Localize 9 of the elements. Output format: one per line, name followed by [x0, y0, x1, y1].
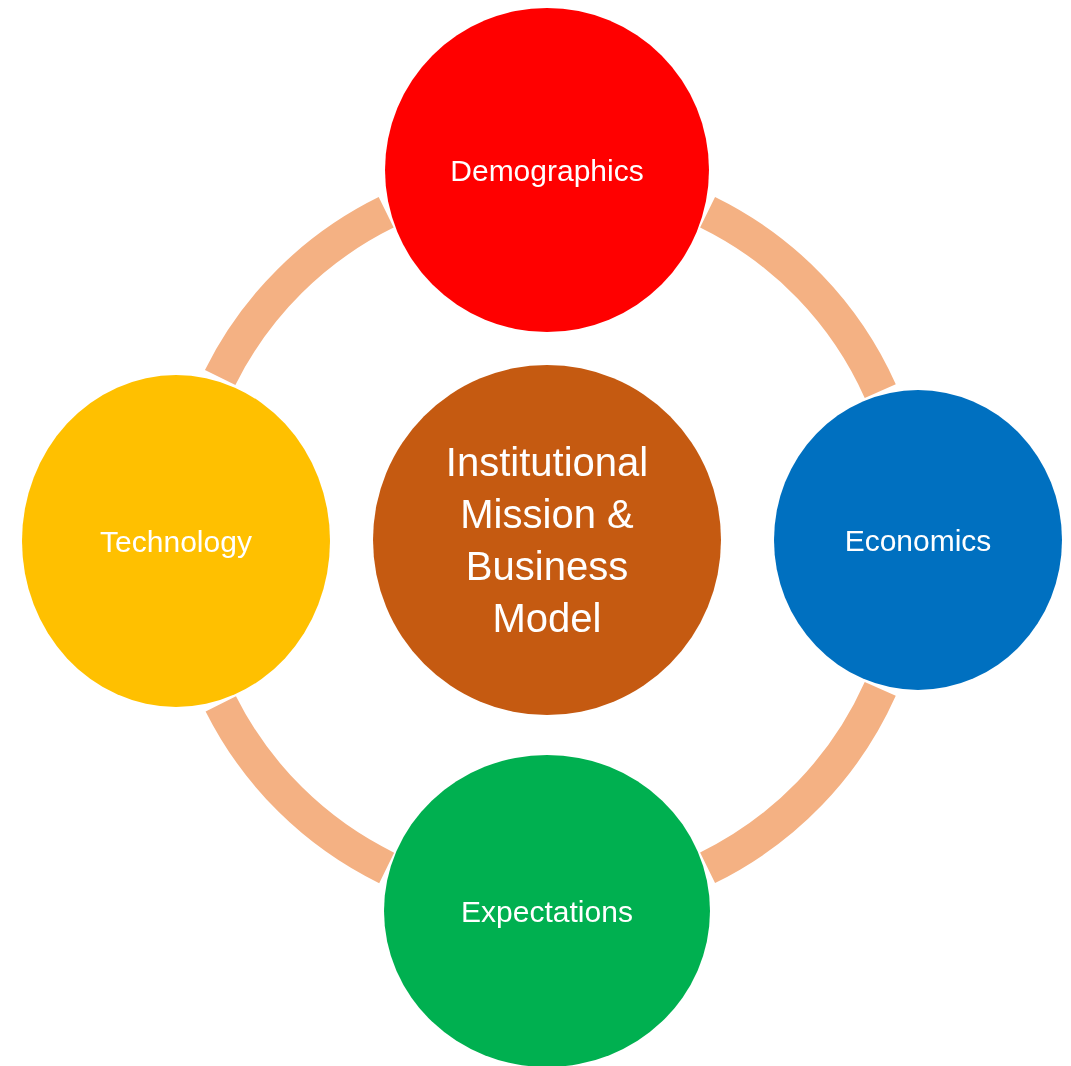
circle-label: Demographics — [450, 152, 644, 189]
circle-label: Technology — [100, 523, 252, 560]
circle-label: Economics — [844, 522, 992, 559]
circle-label: Expectations — [461, 893, 633, 930]
circle-label: Institutional Mission & Business Model — [444, 439, 650, 642]
arc-connector — [205, 197, 395, 386]
arc-connector — [699, 681, 896, 883]
arc-connector — [699, 197, 896, 399]
arc-connector — [206, 695, 395, 883]
